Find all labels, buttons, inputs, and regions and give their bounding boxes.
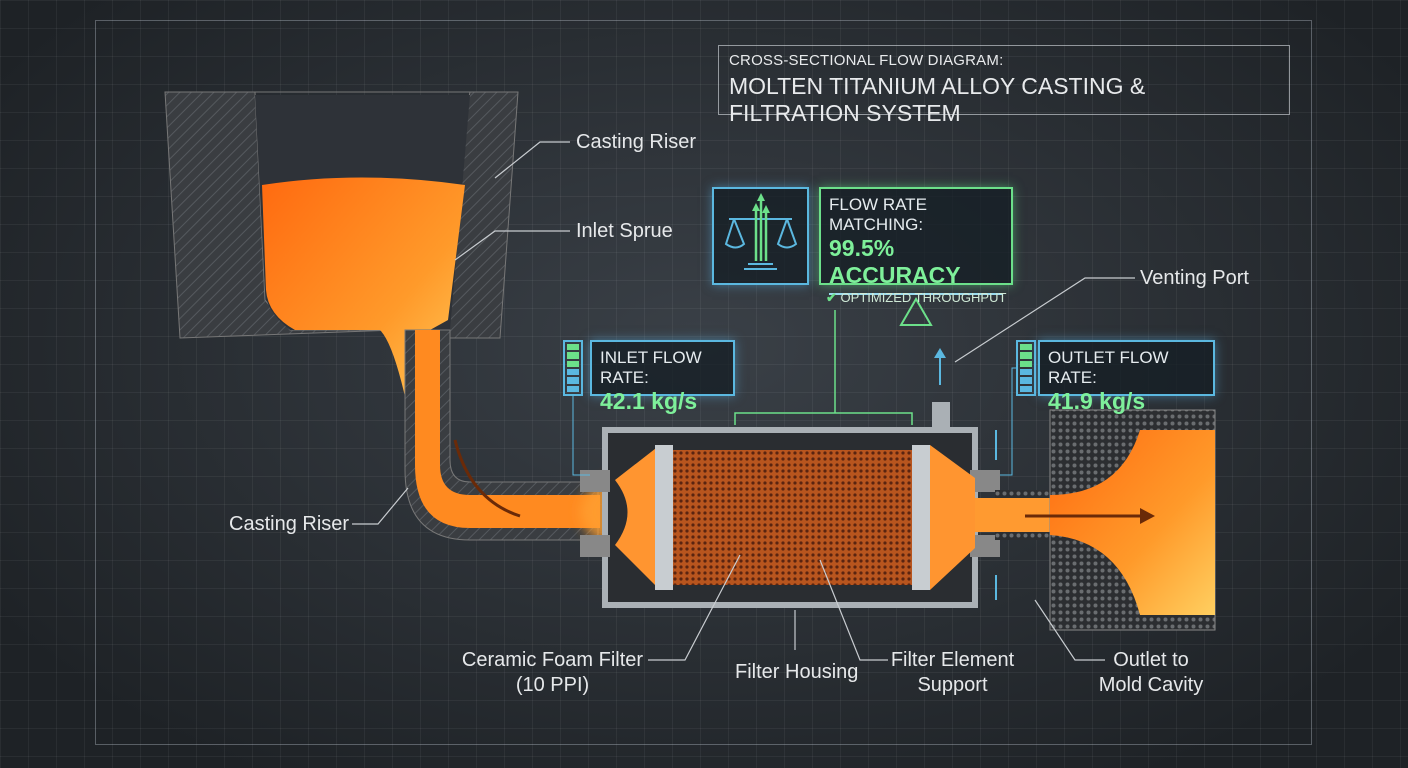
inlet-level-bars-icon <box>563 340 583 396</box>
title-line-1: CROSS-SECTIONAL FLOW DIAGRAM: <box>729 52 1004 69</box>
optimized-throughput-note: ✔ OPTIMIZED THROUGHPUT <box>826 290 1006 306</box>
title-line-2: MOLTEN TITANIUM ALLOY CASTING & FILTRATI… <box>729 73 1146 126</box>
label-line: Outlet to <box>1113 649 1189 671</box>
matching-value: 99.5% ACCURACY <box>829 235 961 288</box>
label-venting-port: Venting Port <box>1140 267 1249 289</box>
balance-scale-icon <box>712 187 809 285</box>
label-inlet-sprue: Inlet Sprue <box>576 220 673 242</box>
flow-matching-box: FLOW RATE MATCHING: 99.5% ACCURACY <box>819 187 1013 326</box>
outlet-flow-rate-box: OUTLET FLOW RATE: 41.9 kg/s <box>1038 340 1215 414</box>
label-outlet-mold-cavity: Outlet to Mold Cavity <box>1095 648 1207 698</box>
diagram-frame <box>95 20 1312 745</box>
inlet-flow-label: INLET FLOW RATE: <box>600 348 702 387</box>
diagram-title: CROSS-SECTIONAL FLOW DIAGRAM: MOLTEN TIT… <box>718 45 1290 126</box>
check-icon: ✔ <box>826 290 837 305</box>
inlet-flow-value: 42.1 kg/s <box>600 388 698 414</box>
venting-port <box>932 402 950 432</box>
label-line: Filter Element <box>890 649 1015 671</box>
label-ceramic-foam-filter: Ceramic Foam Filter (10 PPI) <box>460 648 645 698</box>
outlet-level-bars-icon <box>1016 340 1036 396</box>
label-line: Support <box>917 674 988 696</box>
label-line: Mold Cavity <box>1098 674 1204 696</box>
label-filter-housing: Filter Housing <box>735 661 859 683</box>
inlet-sprue-pipe <box>404 329 599 541</box>
ceramic-foam-filter <box>670 450 915 585</box>
outlet-flow-label: OUTLET FLOW RATE: <box>1048 348 1169 387</box>
filter-element-support <box>655 445 673 590</box>
matching-label: FLOW RATE MATCHING: <box>829 195 927 234</box>
balance-triangle-icon <box>829 293 1003 326</box>
label-casting-riser-bottom: Casting Riser <box>229 513 350 535</box>
note-text: OPTIMIZED THROUGHPUT <box>840 290 1007 305</box>
outlet-flow-value: 41.9 kg/s <box>1048 388 1146 414</box>
inlet-flow-rate-box: INLET FLOW RATE: 42.1 kg/s <box>590 340 735 414</box>
label-line: (10 PPI) <box>515 674 590 696</box>
label-casting-riser-top: Casting Riser <box>576 131 697 153</box>
label-line: Ceramic Foam Filter <box>461 649 644 671</box>
